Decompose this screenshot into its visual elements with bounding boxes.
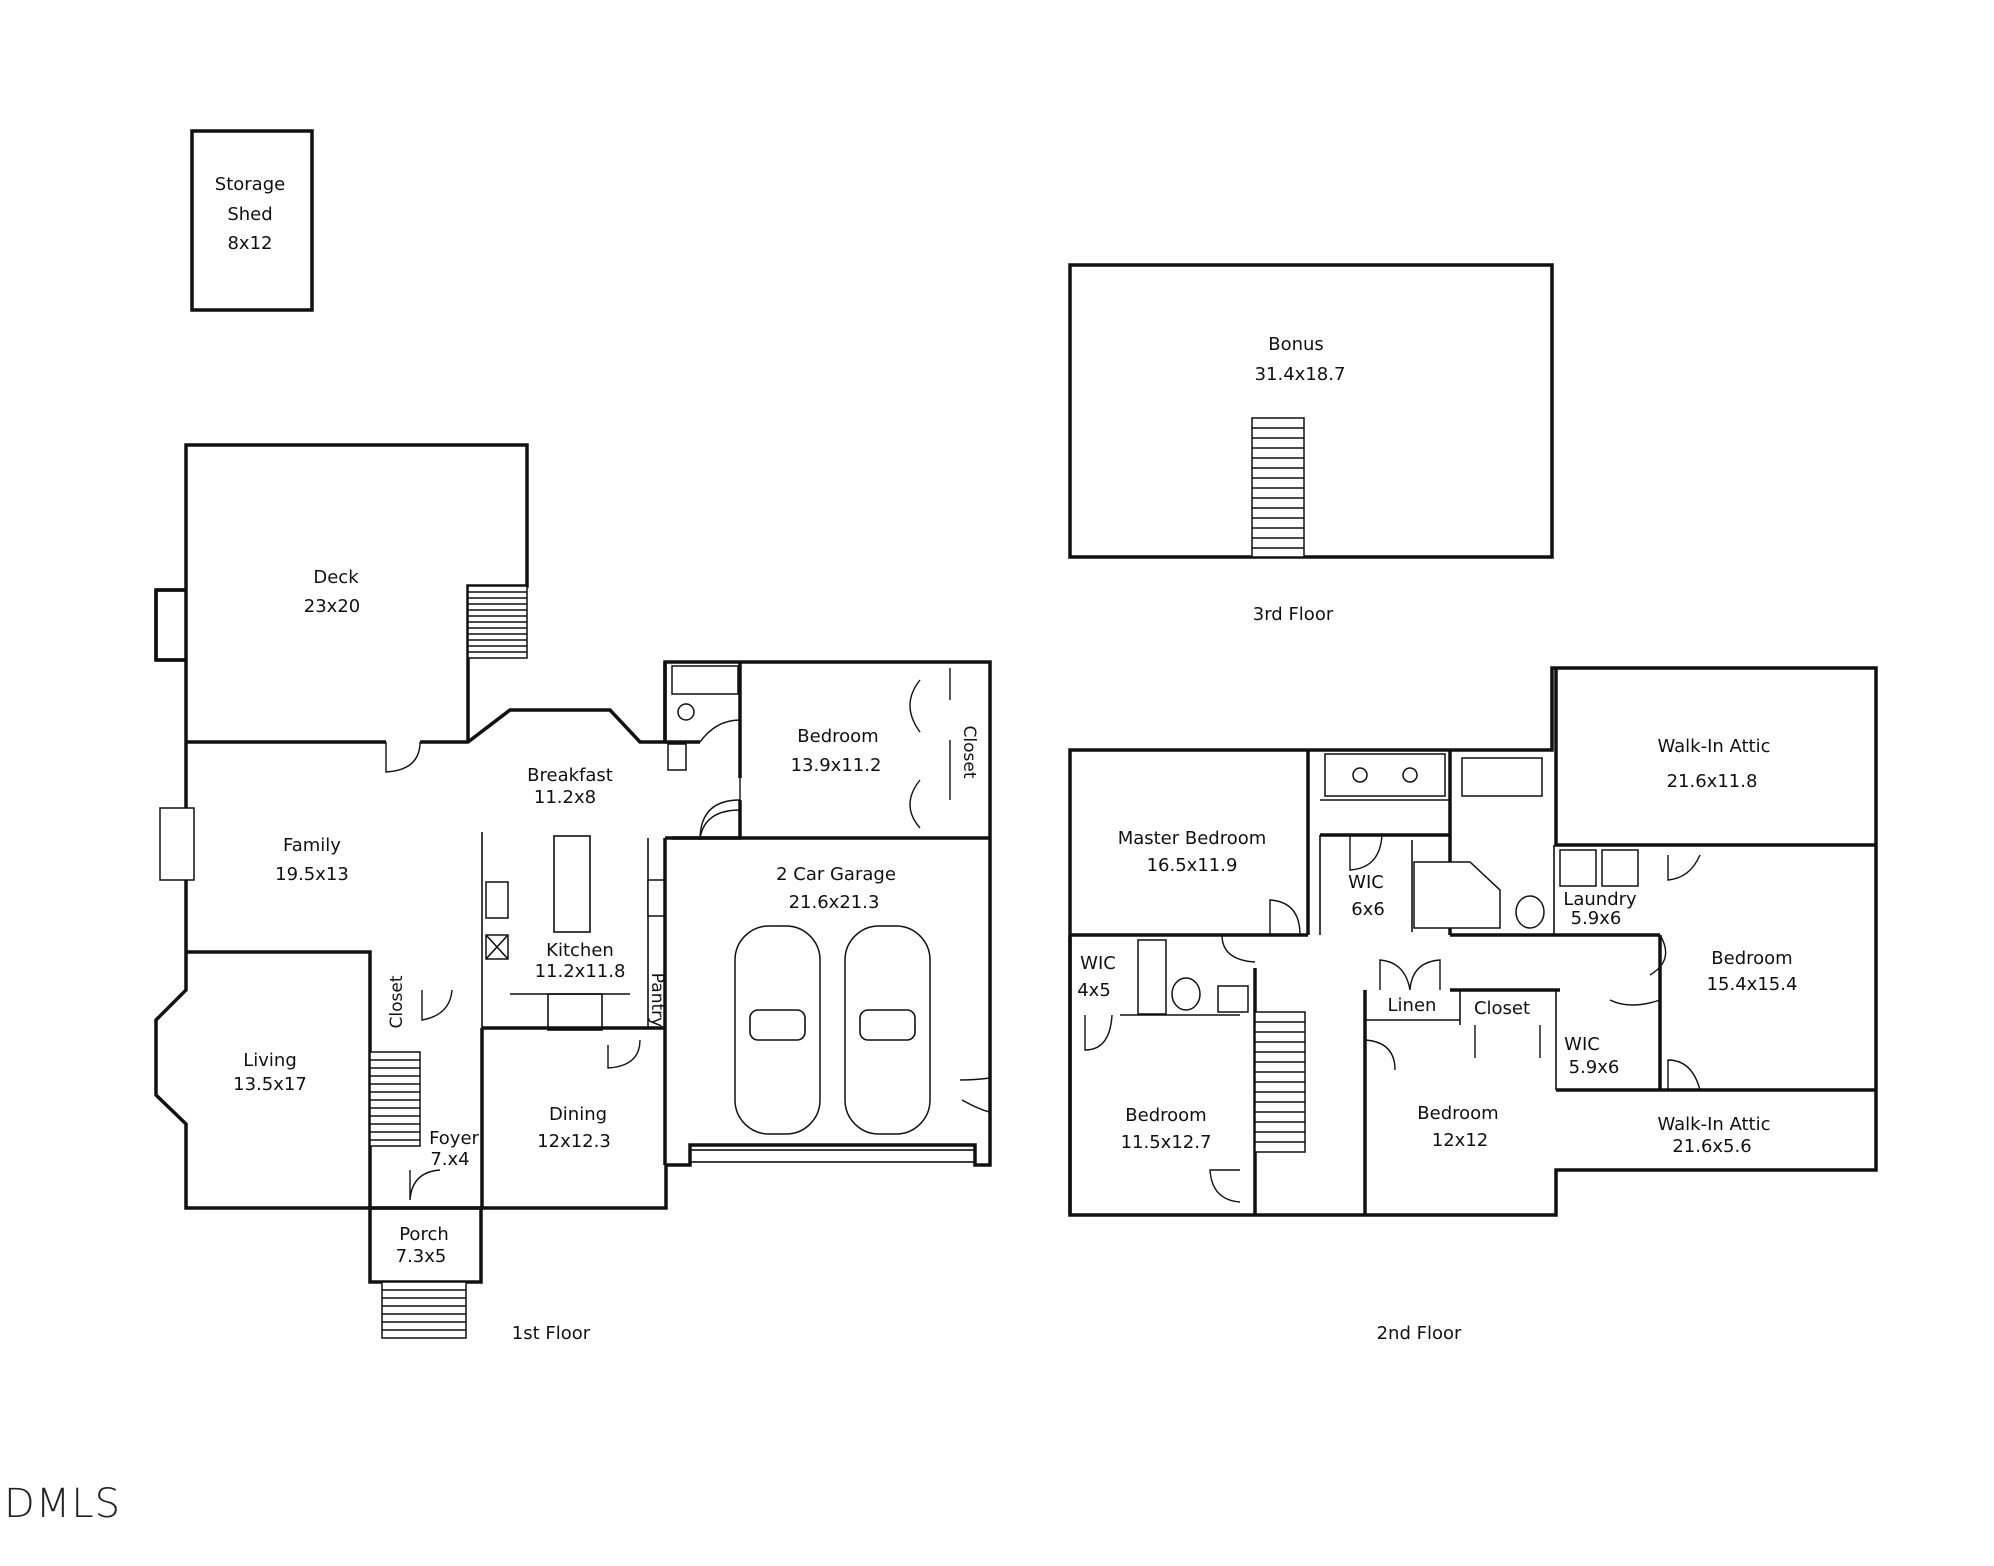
bathtub-2-icon: [1137, 939, 1167, 1015]
attic2-label: Walk-In Attic: [1657, 1114, 1770, 1135]
closet1-label: Closet: [959, 726, 979, 779]
bonus-label: Bonus: [1268, 334, 1324, 355]
linen-label: Linen: [1388, 995, 1437, 1016]
bonus-dimensions: 31.4x18.7: [1255, 364, 1346, 385]
second-floor-stairs: [1254, 1011, 1306, 1153]
third-floor-caption: 3rd Floor: [1253, 604, 1334, 625]
sink-2-icon: [1217, 985, 1249, 1013]
shower-icon: [1413, 861, 1501, 929]
main-stairs: [369, 1051, 421, 1147]
kitchen-dimensions: 11.2x11.8: [535, 961, 626, 982]
dining-label: Dining: [549, 1104, 607, 1125]
small-wic-dimensions: 4x5: [1077, 980, 1111, 1001]
breakfast-label: Breakfast: [527, 765, 613, 786]
shed-label: Storage: [215, 174, 285, 195]
bedroom2-dimensions: 15.4x15.4: [1707, 974, 1798, 995]
bedroom3-label: Bedroom: [1125, 1105, 1206, 1126]
bedroom1-dimensions: 13.9x11.2: [791, 755, 882, 776]
attic2-dimensions: 21.6x5.6: [1672, 1136, 1751, 1157]
laundry-dimensions: 5.9x6: [1571, 908, 1622, 929]
attic1-dimensions: 21.6x11.8: [1667, 771, 1758, 792]
attic1-label: Walk-In Attic: [1657, 736, 1770, 757]
car-icon-2: [844, 925, 931, 1135]
family-label: Family: [283, 835, 341, 856]
garage-label: 2 Car Garage: [776, 864, 896, 885]
shed-dimensions: 8x12: [227, 233, 272, 254]
porch-label: Porch: [399, 1224, 449, 1245]
third-floor: Bonus 31.4x18.7 3rd Floor: [1068, 263, 1554, 625]
deck-dimensions: 23x20: [304, 596, 360, 617]
logo: DMLS: [4, 1481, 121, 1527]
garage-dimensions: 21.6x21.3: [789, 892, 880, 913]
master-wic-label: WIC: [1348, 872, 1384, 893]
living-dimensions: 13.5x17: [233, 1074, 307, 1095]
laundry-label: Laundry: [1563, 889, 1637, 910]
bedroom4-label: Bedroom: [1417, 1103, 1498, 1124]
small-wic-label: WIC: [1080, 953, 1116, 974]
porch-dimensions: 7.3x5: [396, 1246, 447, 1267]
shed-label-2: Shed: [227, 204, 272, 225]
wic3-label: WIC: [1564, 1034, 1600, 1055]
bedroom3-dimensions: 11.5x12.7: [1121, 1132, 1212, 1153]
deck-stairs: [467, 585, 528, 659]
foyer-dimensions: 7.x4: [430, 1149, 469, 1170]
bathtub-icon: [1461, 757, 1543, 797]
kitchen-label: Kitchen: [546, 940, 614, 961]
first-floor: Deck 23x20: [154, 443, 992, 1344]
double-vanity: [1324, 753, 1446, 797]
car-icon: [734, 925, 821, 1135]
fireplace-icon: [159, 807, 195, 881]
master-dimensions: 16.5x11.9: [1147, 855, 1238, 876]
wic3-dimensions: 5.9x6: [1569, 1057, 1620, 1078]
washer-icon: [1559, 849, 1597, 887]
pantry-label: Pantry: [647, 973, 667, 1027]
deck-label: Deck: [313, 567, 359, 588]
toilet-icon: [1515, 895, 1545, 929]
breakfast-dimensions: 11.2x8: [534, 787, 596, 808]
sink-icon: [485, 881, 509, 919]
closet2-label: Closet: [1474, 998, 1530, 1019]
foyer-closet-label: Closet: [387, 975, 407, 1028]
toilet-2-icon: [1171, 977, 1201, 1011]
range-icon: [647, 879, 665, 917]
storage-shed: Storage Shed 8x12: [190, 129, 314, 312]
kitchen-island: [553, 835, 591, 933]
second-floor-caption: 2nd Floor: [1377, 1323, 1462, 1344]
master-label: Master Bedroom: [1118, 828, 1267, 849]
bonus-stairs: [1251, 417, 1305, 558]
garage-door: [689, 1149, 976, 1163]
master-wic-dimensions: 6x6: [1351, 899, 1385, 920]
foyer-label: Foyer: [429, 1128, 479, 1149]
dryer-icon: [1601, 849, 1639, 887]
bedroom1-label: Bedroom: [797, 726, 878, 747]
first-floor-caption: 1st Floor: [512, 1323, 591, 1344]
family-dimensions: 19.5x13: [275, 864, 349, 885]
living-label: Living: [243, 1050, 297, 1071]
bedroom4-dimensions: 12x12: [1432, 1130, 1488, 1151]
bedroom2-label: Bedroom: [1711, 948, 1792, 969]
second-floor: Walk-In Attic 21.6x11.8 Master Bedroom 1…: [1068, 666, 1878, 1344]
dining-dimensions: 12x12.3: [537, 1131, 611, 1152]
porch-stairs: [381, 1281, 467, 1339]
